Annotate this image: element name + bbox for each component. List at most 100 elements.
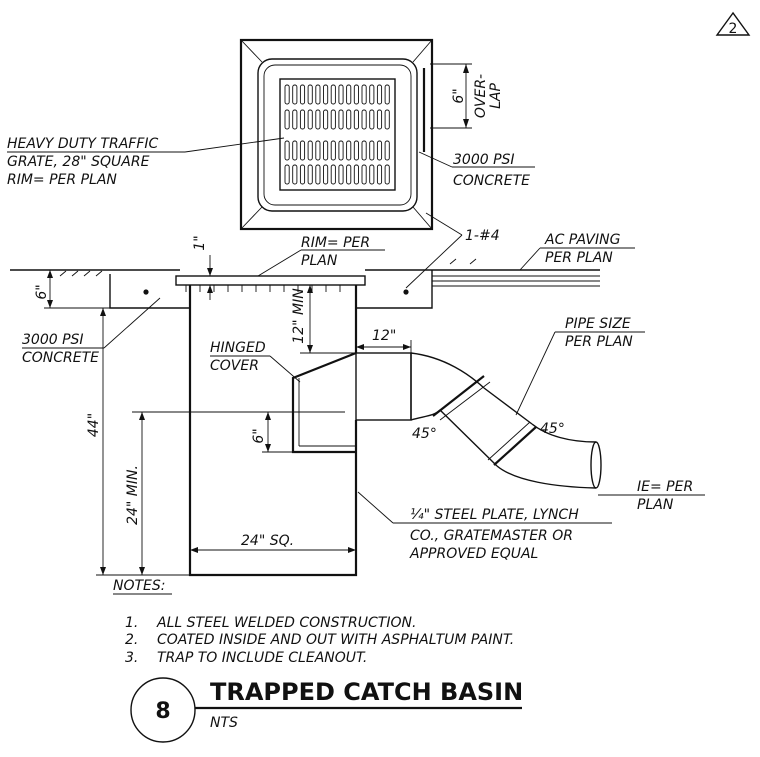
hinged-cover-line1: HINGED [210,340,266,356]
forty-four-dimension: 44" [86,308,190,576]
rebar-left [143,289,149,295]
grate-label-line3: RIM= PER PLAN [7,172,117,188]
twelve-min-dimension: 12" MIN [291,285,356,354]
section-concrete-line2: CONCRETE [22,350,99,366]
twelve-pipe-text: 12" [372,328,396,344]
ie-label-line2: PLAN [637,497,674,513]
grate-slot [376,164,383,185]
grate-slot [353,164,359,185]
section-concrete-callout: 3000 PSI CONCRETE [22,297,161,366]
grate-slot [338,84,344,105]
grate-slot [292,109,298,130]
grate-slot [376,84,383,105]
grate-slot [284,140,290,161]
grate-slot [323,140,329,161]
grate-slot [299,140,306,161]
plan-concrete-callout: 3000 PSI CONCRETE [418,151,535,189]
twenty-four-sq-dimension: 24" SQ. [190,533,356,553]
grate-slot [376,140,383,161]
grate-slot [315,84,321,105]
trap-dimension-text: 6" [251,428,267,443]
grate-slot [353,84,359,105]
grate-slot [369,140,375,161]
scale-note: NTS [210,715,238,731]
slab-left [109,274,190,309]
grate-slot [307,164,313,185]
rebar-callout: 1-#4 [405,212,500,289]
one-inch-dimension: 1" [192,235,213,300]
grate-callout: HEAVY DUTY TRAFFIC GRATE, 28" SQUARE RIM… [7,136,285,188]
hinged-cover-line2: COVER [210,358,259,374]
grate-slot [323,109,329,130]
note-3-number: 3. [125,650,138,666]
grate-bars-section [185,285,341,292]
grate-slot [346,164,352,185]
grate-label-line2: GRATE, 28" SQUARE [7,154,150,170]
ie-callout: IE= PER PLAN [598,479,705,513]
ie-label-line1: IE= PER [637,479,693,495]
basin-wall-left [188,285,358,577]
grate-slot [299,164,306,185]
grate-outline [279,78,396,191]
grate-slot [369,84,375,105]
plan-frame-outer [257,58,418,212]
grate-slot [384,109,390,130]
grate-slot [284,164,290,185]
grate-slot [307,84,313,105]
grate-slot [292,140,298,161]
plan-concrete-outline [239,38,434,231]
grate-slot [323,164,329,185]
notes-heading: NOTES: [113,578,166,594]
plan-view [239,38,434,231]
plan-concrete-line1: 3000 PSI [453,152,515,168]
grate-frame-section [175,275,366,286]
note-1-number: 1. [125,615,138,631]
revision-mark: 2 [729,21,738,37]
twenty-four-min-text: 24" MIN. [125,465,141,525]
grate-slot [353,140,359,161]
detail-title: TRAPPED CATCH BASIN [210,678,523,706]
rebar-right [403,289,409,295]
grate-slot [323,84,329,105]
plate-label-line1: ¼" STEEL PLATE, LYNCH [410,507,579,523]
detail-bubble [130,677,196,743]
trap-dimension: 6" [251,412,293,453]
grate-slot [361,164,367,185]
section-view [10,258,602,577]
grate-slot [346,84,352,105]
grate-slot [307,140,313,161]
pipe-end [590,441,602,489]
section-concrete-line1: 3000 PSI [22,332,84,348]
overlap-dimension: 6" OVER- LAP [430,63,504,129]
slab-right [356,270,433,309]
ac-paving-callout: AC PAVING PER PLAN [519,232,635,271]
grate-slot [315,109,321,130]
grate-slot [384,164,390,185]
grate-slot [384,84,390,105]
note-2-number: 2. [125,632,138,648]
outlet-pipe-stub [355,352,412,421]
title-block: 8 TRAPPED CATCH BASIN NTS [130,677,523,743]
grate-slot [361,84,367,105]
slab-dimension: 6" [34,269,110,309]
grate-slot [338,164,344,185]
grate-slot [284,84,290,105]
overlap-value: 6" [451,88,467,103]
grate-slot [315,140,321,161]
angle-left: 45° [412,426,437,442]
overlap-word2: LAP [488,83,504,109]
grate-slot [307,109,313,130]
grate-slot [369,164,375,185]
slab-dimension-text: 6" [34,284,50,299]
grate-slots [284,84,390,185]
grate-label-line1: HEAVY DUTY TRAFFIC [7,136,159,152]
ac-paving-line2: PER PLAN [545,250,613,266]
rim-label-line2: PLAN [301,253,338,269]
note-2-text: COATED INSIDE AND OUT WITH ASPHALTUM PAI… [157,632,514,648]
plan-frame-inner [263,64,412,206]
revision-triangle-icon: 2 [715,11,751,37]
plate-label-line2: CO., GRATEMASTER OR [410,528,573,544]
twenty-four-min-dimension: 24" MIN. [125,411,345,575]
note-1-text: ALL STEEL WELDED CONSTRUCTION. [156,615,416,631]
